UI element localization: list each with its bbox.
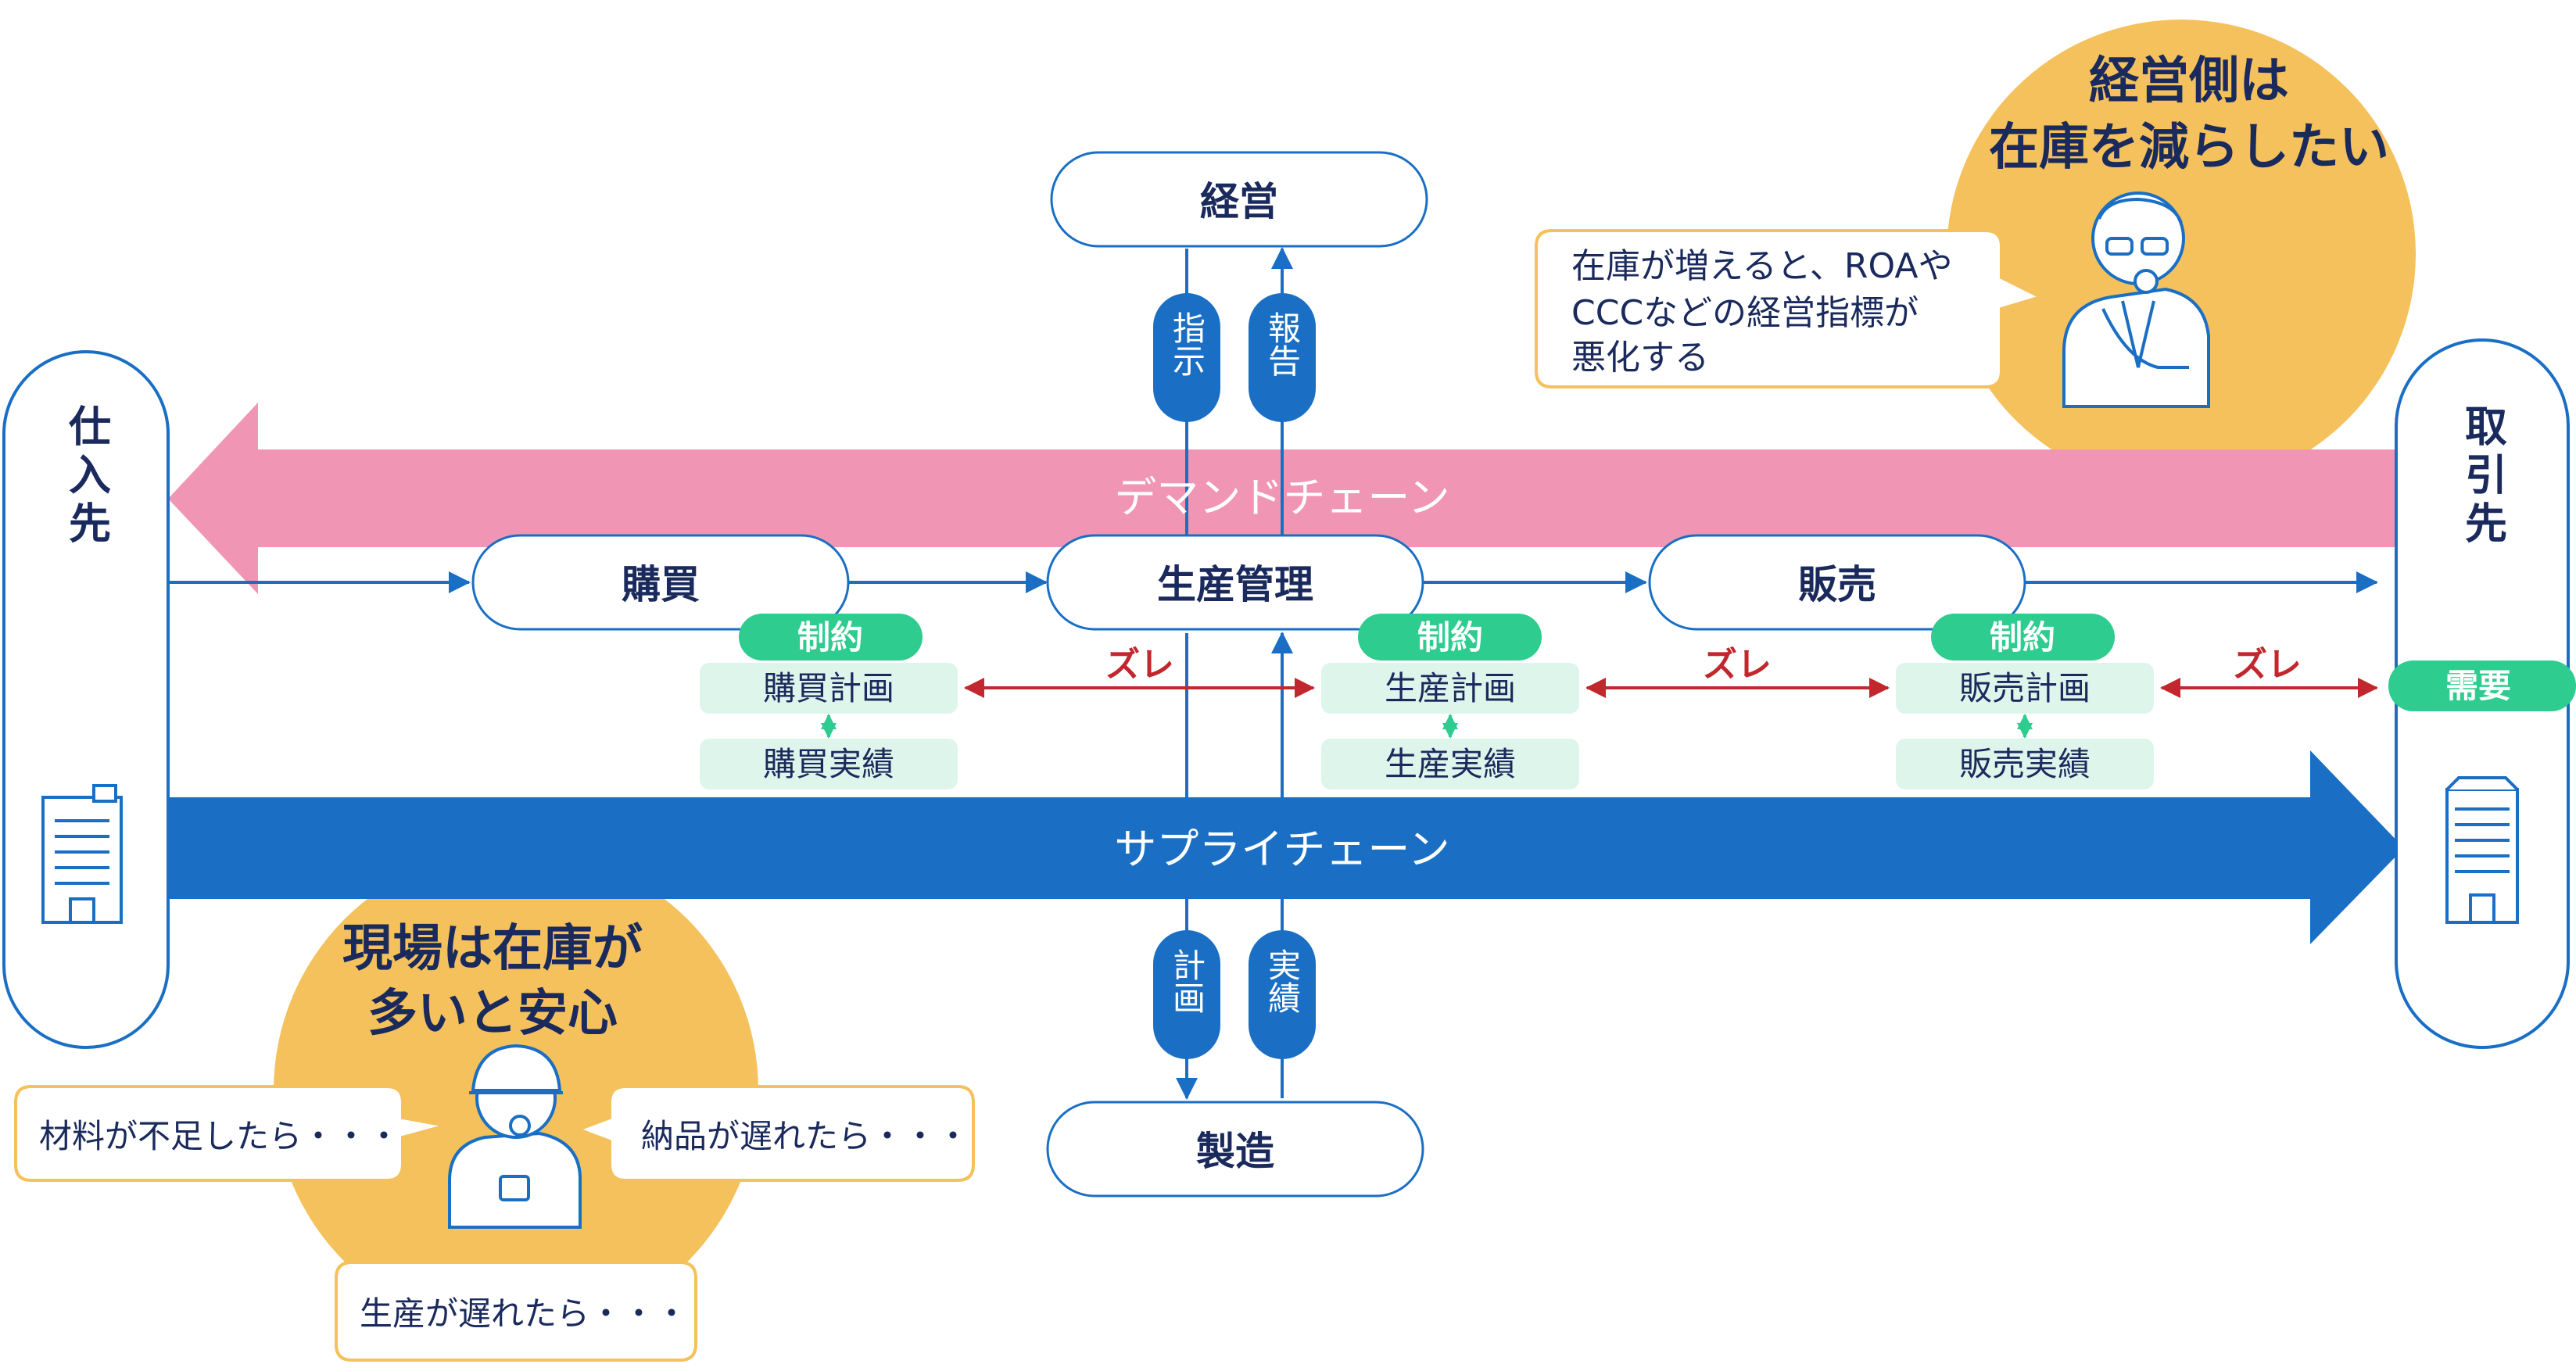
svg-text:悪化する: 悪化する [1571,338,1709,378]
management-view-title-1: 経営側は [2089,52,2289,110]
production-actual-box: 生産実績 [1321,739,1579,789]
supply-chain-arrow [168,750,2404,944]
svg-text:納品が遅れたら・・・: 納品が遅れたら・・・ [641,1117,969,1155]
businessman-icon [2062,192,2210,408]
field-view-title-1: 現場は在庫が [342,920,643,978]
delivery-speech-bubble: 納品が遅れたら・・・ [574,1085,975,1182]
svg-text:CCCなどの経営指標が: CCCなどの経営指標が [1571,293,1919,333]
manufacturing-label: 製造 [1196,1129,1274,1174]
svg-text:制約: 制約 [1417,618,1483,657]
management-speech-bubble: 在庫が増えると、ROAや CCCなどの経営指標が 悪化する [1535,229,2045,388]
instruction-pill: 指示 [1153,293,1220,422]
material-speech-bubble: 材料が不足したら・・・ [14,1085,446,1182]
management-view-title-2: 在庫を減らしたい [1989,119,2389,177]
sales-actual-box: 販売実績 [1896,739,2154,789]
sales-label: 販売 [1798,562,1876,607]
svg-text:販売実績: 販売実績 [1959,745,2091,783]
actual-pill: 実績 [1249,930,1316,1059]
svg-text:生産が遅れたら・・・: 生産が遅れたら・・・ [360,1294,688,1333]
purchase-actual-box: 購買実績 [700,739,958,789]
svg-text:取引先: 取引先 [2458,404,2507,550]
production-control-node [1046,534,1424,631]
customer-label: 取引先 [2458,404,2507,550]
management-node [1050,151,1428,248]
building-icon [2445,776,2519,924]
sales-node [1648,534,2026,631]
production-speech-bubble: 生産が遅れたら・・・ [335,1261,697,1362]
svg-text:計画: 計画 [1168,948,1206,1014]
report-pill: 報告 [1249,293,1316,422]
field-view-title-2: 多いと安心 [367,985,618,1043]
purchasing-node [471,534,850,631]
constraint-badge-production: 制約 [1358,614,1542,661]
purchasing-label: 購買 [622,562,700,607]
management-label: 経営 [1200,179,1278,224]
gap-label-1: ズレ [1105,645,1174,685]
svg-text:制約: 制約 [797,618,863,657]
svg-text:報告: 報告 [1263,311,1302,377]
svg-text:販売計画: 販売計画 [1959,669,2091,707]
svg-text:実績: 実績 [1263,948,1302,1014]
svg-text:制約: 制約 [1990,618,2055,657]
demand-badge: 需要 [2388,661,2576,711]
sales-plan-box: 販売計画 [1896,663,2154,714]
demand-chain-label: デマンドチェーン [1114,473,1449,522]
svg-text:生産実績: 生産実績 [1385,745,1516,783]
supply-chain-label: サプライチェーン [1114,825,1449,874]
production-control-label: 生産管理 [1157,562,1313,607]
plan-pill: 計画 [1153,930,1220,1059]
purchase-plan-box: 購買計画 [700,663,958,714]
constraint-badge-sales: 制約 [1931,614,2115,661]
svg-text:生産計画: 生産計画 [1385,669,1516,707]
manufacturing-node [1046,1101,1424,1198]
svg-text:材料が不足したら・・・: 材料が不足したら・・・ [39,1117,400,1155]
svg-text:在庫が増えると、ROAや: 在庫が増えると、ROAや [1571,246,1952,286]
production-plan-box: 生産計画 [1321,663,1579,714]
supplier-label: 仕入先 [62,404,111,550]
svg-text:購買計画: 購買計画 [763,669,894,707]
worker-icon [448,1044,582,1229]
building-icon [41,784,123,924]
svg-text:仕入先: 仕入先 [62,404,111,550]
gap-label-2: ズレ [1703,645,1772,685]
svg-text:需要: 需要 [2445,667,2511,705]
svg-text:指示: 指示 [1168,311,1206,377]
constraint-badge-purchasing: 制約 [739,614,923,661]
svg-text:購買実績: 購買実績 [763,745,894,783]
gap-label-3: ズレ [2233,645,2302,685]
